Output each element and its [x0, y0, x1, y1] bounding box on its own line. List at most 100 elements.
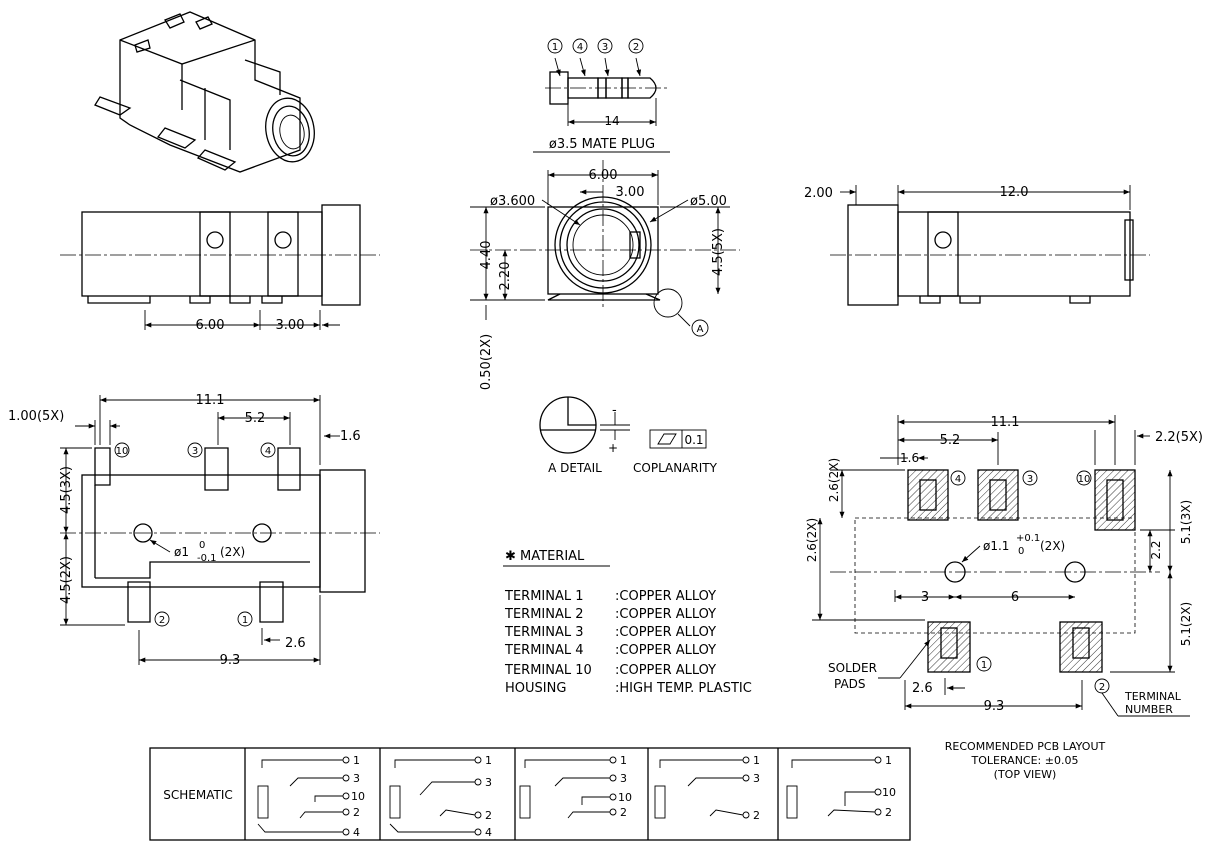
- pcb-d93: 9.3: [984, 699, 1005, 714]
- top-gap: 2.6: [285, 636, 306, 651]
- sch1-4: 4: [353, 826, 360, 839]
- top-h-top: 4.5(3X): [59, 466, 74, 514]
- sch5-2: 2: [885, 806, 892, 819]
- top-pin-10: 10: [116, 446, 129, 457]
- pcb-width: 11.1: [991, 415, 1020, 430]
- front-view: 6.00 3.00 ø3.600 ø5.00 4.40 2.20 4.5(5X)…: [470, 160, 740, 390]
- pcb-solder-2: PADS: [834, 677, 866, 691]
- pcb-d6: 6: [1011, 590, 1019, 605]
- pcb-pin-10: 10: [1078, 474, 1091, 485]
- material-spec-housing: :HIGH TEMP. PLASTIC: [615, 681, 752, 696]
- material-part-housing: HOUSING: [505, 681, 566, 696]
- schematic-col-1: 1 3 10 2 4: [257, 754, 365, 839]
- isometric-view: [94, 11, 315, 173]
- sch4-3: 3: [753, 772, 760, 785]
- pcb-pad-space: 2.2(5X): [1155, 430, 1203, 445]
- detail-minus: -: [612, 403, 617, 418]
- pcb-hole-tol-dn: 0: [1018, 546, 1024, 557]
- schematic-col-4: 1 3 2: [654, 754, 760, 822]
- plug-length: 14: [604, 114, 619, 128]
- pcb-pin-4: 4: [955, 474, 961, 485]
- pcb-right-h1: 5.1(3X): [1179, 500, 1193, 544]
- sch1-3: 3: [353, 772, 360, 785]
- top-hole: ø1: [174, 545, 189, 559]
- top-pin-2: 2: [159, 615, 165, 626]
- plug-pin-4: 4: [577, 42, 583, 53]
- material-spec-4: :COPPER ALLOY: [615, 643, 716, 658]
- schematic-col-3: 1 3 10 2: [519, 754, 632, 819]
- right-dim2: 12.0: [1000, 185, 1029, 200]
- sch3-3: 3: [620, 772, 627, 785]
- side-view-right: 2.00 12.0: [804, 185, 1150, 306]
- front-h3: 4.5(5X): [711, 228, 726, 276]
- schematic-col-5: 1 10 2: [786, 754, 896, 819]
- front-half: 3.00: [616, 185, 645, 200]
- coplanarity-value: 0.1: [684, 433, 703, 447]
- top-bottom: 9.3: [220, 653, 241, 668]
- front-h2: 2.20: [498, 262, 513, 291]
- top-edge: 1.6: [340, 429, 361, 444]
- sch2-1: 1: [485, 754, 492, 767]
- pcb-hole-count: (2X): [1040, 539, 1065, 553]
- front-d-small: ø3.600: [490, 194, 535, 209]
- plug-pin-3: 3: [602, 42, 608, 53]
- top-pin-4: 4: [265, 446, 271, 457]
- mate-plug-view: 1 4 3 2 14 ø3.5 MATE PLUG: [533, 38, 670, 153]
- pcb-caption-1: RECOMMENDED PCB LAYOUT: [945, 740, 1106, 753]
- sch2-3: 3: [485, 776, 492, 789]
- pcb-pin-1: 1: [981, 660, 987, 671]
- top-pin-3: 3: [192, 446, 198, 457]
- pcb-right-h3: 5.1(2X): [1179, 602, 1193, 646]
- top-h-bot: 4.5(2X): [59, 556, 74, 604]
- material-title: ✱ MATERIAL: [505, 549, 585, 564]
- sch5-10: 10: [882, 786, 896, 799]
- pcb-right-h2: 2.2: [1149, 540, 1163, 559]
- right-dim1: 2.00: [804, 186, 833, 201]
- pcb-d26: 2.6: [912, 681, 933, 696]
- pcb-caption-2: TOLERANCE: ±0.05: [971, 754, 1079, 767]
- plug-pin-1: 1: [552, 42, 558, 53]
- plug-title: ø3.5 MATE PLUG: [549, 137, 655, 152]
- a-detail: - + 0.1 A DETAIL COPLANARITY: [539, 396, 718, 475]
- front-h1: 4.40: [479, 241, 494, 270]
- front-d-large: ø5.00: [690, 194, 727, 209]
- top-width: 11.1: [196, 393, 225, 408]
- material-part-2: TERMINAL 2: [504, 607, 584, 622]
- material-part-3: TERMINAL 3: [504, 625, 584, 640]
- material-spec-10: :COPPER ALLOY: [615, 663, 716, 678]
- material-part-10: TERMINAL 10: [504, 663, 592, 678]
- material-spec-2: :COPPER ALLOY: [615, 607, 716, 622]
- sch1-10: 10: [351, 790, 365, 803]
- top-view: 10 3 4 2 1 11.1 5.2 1.00(5X) 1.6 4.5(3X)…: [8, 393, 380, 668]
- top-hole-tol-up: 0: [199, 540, 205, 551]
- sch2-4: 4: [485, 826, 492, 839]
- front-width: 6.00: [589, 168, 618, 183]
- pcb-hole-tol-up: +0.1: [1016, 533, 1040, 544]
- pcb-pad-w: 1.6: [900, 451, 919, 465]
- schematic-label: SCHEMATIC: [163, 788, 232, 802]
- pcb-d3: 3: [921, 590, 929, 605]
- pcb-pin-2: 2: [1099, 682, 1105, 693]
- material-part-1: TERMINAL 1: [504, 589, 584, 604]
- left-dim1: 6.00: [196, 318, 225, 333]
- material-spec-3: :COPPER ALLOY: [615, 625, 716, 640]
- pcb-pitch: 5.2: [940, 433, 961, 448]
- sch1-2: 2: [353, 806, 360, 819]
- left-dim2: 3.00: [276, 318, 305, 333]
- sch3-10: 10: [618, 791, 632, 804]
- material-spec-1: :COPPER ALLOY: [615, 589, 716, 604]
- pcb-terminal-1: TERMINAL: [1124, 690, 1182, 703]
- sch3-1: 1: [620, 754, 627, 767]
- pcb-layout: 4 3 10 1 2 11.1 5.2 1.6 2.2(5X) 2.6(2X) …: [805, 415, 1203, 781]
- front-detail-ref: A: [697, 324, 704, 335]
- detail-label: A DETAIL: [548, 461, 602, 475]
- pcb-terminal-2: NUMBER: [1125, 703, 1173, 716]
- sch5-1: 1: [885, 754, 892, 767]
- pcb-solder-1: SOLDER: [828, 661, 877, 675]
- schematic-col-2: 1 3 2 4: [389, 754, 492, 839]
- top-pin-1: 1: [242, 615, 248, 626]
- top-pitch: 5.2: [245, 411, 266, 426]
- material-part-4: TERMINAL 4: [504, 643, 584, 658]
- sch4-1: 1: [753, 754, 760, 767]
